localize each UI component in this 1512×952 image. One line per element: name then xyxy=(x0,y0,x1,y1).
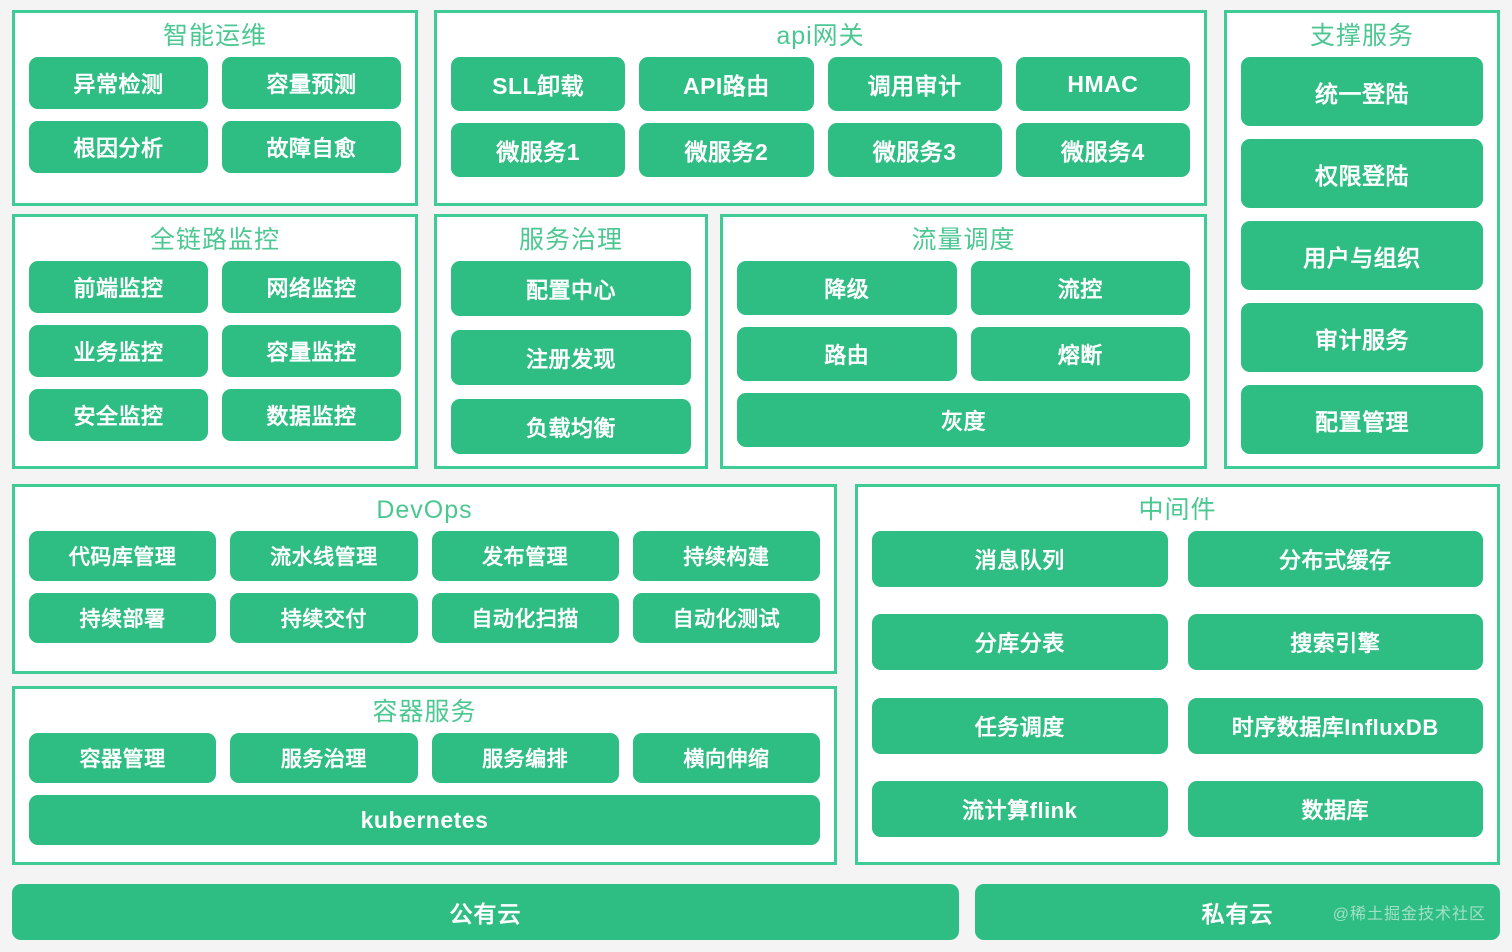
panel-title-middleware: 中间件 xyxy=(1138,496,1217,524)
panel-api-gateway: api网关 SLL卸载 API路由 调用审计 HMAC 微服务1 微服务2 微服… xyxy=(434,10,1207,206)
pill-release-management[interactable]: 发布管理 xyxy=(431,531,619,581)
pill-kubernetes[interactable]: kubernetes xyxy=(29,795,820,845)
panel-title-devops: DevOps xyxy=(376,496,473,524)
panel-traffic-scheduling: 流量调度 降级 流控 路由 熔断 灰度 xyxy=(720,214,1207,469)
pill-api-routing[interactable]: API路由 xyxy=(639,57,814,111)
pill-microservice-2[interactable]: 微服务2 xyxy=(639,123,814,177)
pill-data-monitoring[interactable]: 数据监控 xyxy=(222,389,401,441)
pill-ssl-offload[interactable]: SLL卸载 xyxy=(451,57,626,111)
panel-aiops: 智能运维 异常检测 容量预测 根因分析 故障自愈 xyxy=(12,10,418,206)
pill-row: kubernetes xyxy=(29,795,820,845)
pill-gray-release[interactable]: 灰度 xyxy=(737,393,1190,447)
pill-business-monitoring[interactable]: 业务监控 xyxy=(29,325,208,377)
pill-container-management[interactable]: 容器管理 xyxy=(29,733,217,783)
watermark: @稀土掘金技术社区 xyxy=(1332,906,1486,923)
pill-single-sign-on[interactable]: 统一登陆 xyxy=(1241,57,1483,126)
pill-code-repo-management[interactable]: 代码库管理 xyxy=(29,531,217,581)
panel-title-aiops: 智能运维 xyxy=(162,22,267,50)
pill-timeseries-db-influxdb[interactable]: 时序数据库InfluxDB xyxy=(1187,697,1483,754)
panel-devops: DevOps 代码库管理 流水线管理 发布管理 持续构建 持续部署 持续交付 自… xyxy=(12,484,837,674)
panel-middleware: 中间件 消息队列 分布式缓存 分库分表 搜索引擎 任务调度 时序数据库Influ… xyxy=(855,484,1500,865)
pill-permission-login[interactable]: 权限登陆 xyxy=(1241,139,1483,208)
pill-root-cause-analysis[interactable]: 根因分析 xyxy=(29,121,208,173)
pill-row: 异常检测 容量预测 xyxy=(29,57,401,109)
pill-config-center[interactable]: 配置中心 xyxy=(451,261,691,316)
pill-distributed-cache[interactable]: 分布式缓存 xyxy=(1187,531,1483,587)
panel-title-api-gateway: api网关 xyxy=(776,22,865,50)
pill-database[interactable]: 数据库 xyxy=(1187,780,1483,837)
pill-registry-discovery[interactable]: 注册发现 xyxy=(451,330,691,385)
pill-row: SLL卸载 API路由 调用审计 HMAC xyxy=(451,57,1190,111)
panel-title-service-governance: 服务治理 xyxy=(518,226,623,254)
pill-flow-control[interactable]: 流控 xyxy=(970,261,1190,315)
pill-frontend-monitoring[interactable]: 前端监控 xyxy=(29,261,208,313)
pill-stream-compute-flink[interactable]: 流计算flink xyxy=(872,780,1168,837)
pill-automated-testing[interactable]: 自动化测试 xyxy=(632,593,820,643)
pill-automated-scanning[interactable]: 自动化扫描 xyxy=(431,593,619,643)
pill-call-audit[interactable]: 调用审计 xyxy=(827,57,1002,111)
pill-stack: 配置中心 注册发现 负载均衡 xyxy=(451,261,691,454)
pill-self-healing[interactable]: 故障自愈 xyxy=(222,121,401,173)
pill-row: 根因分析 故障自愈 xyxy=(29,121,401,173)
pill-capacity-forecast[interactable]: 容量预测 xyxy=(222,57,401,109)
pill-row: 业务监控 容量监控 xyxy=(29,325,401,377)
cloud-layer: 公有云 私有云 @稀土掘金技术社区 xyxy=(12,884,1500,940)
bar-public-cloud[interactable]: 公有云 xyxy=(12,884,959,940)
pill-anomaly-detection[interactable]: 异常检测 xyxy=(29,57,208,109)
pill-circuit-breaking[interactable]: 熔断 xyxy=(970,327,1190,381)
pill-user-and-org[interactable]: 用户与组织 xyxy=(1241,221,1483,290)
pill-degradation[interactable]: 降级 xyxy=(737,261,957,315)
pill-microservice-1[interactable]: 微服务1 xyxy=(451,123,626,177)
pill-row: 容器管理 服务治理 服务编排 横向伸缩 xyxy=(29,733,820,783)
pill-row: 代码库管理 流水线管理 发布管理 持续构建 xyxy=(29,531,820,581)
pill-search-engine[interactable]: 搜索引擎 xyxy=(1187,614,1483,671)
pill-container-service-governance[interactable]: 服务治理 xyxy=(230,733,418,783)
pill-microservice-4[interactable]: 微服务4 xyxy=(1015,123,1190,177)
pill-row: 前端监控 网络监控 xyxy=(29,261,401,313)
pill-load-balancing[interactable]: 负载均衡 xyxy=(451,399,691,454)
pill-continuous-build[interactable]: 持续构建 xyxy=(632,531,820,581)
panel-container-services: 容器服务 容器管理 服务治理 服务编排 横向伸缩 kubernetes xyxy=(12,686,837,865)
pill-row: 持续部署 持续交付 自动化扫描 自动化测试 xyxy=(29,593,820,643)
pill-hmac[interactable]: HMAC xyxy=(1015,57,1190,111)
panel-title-full-link-monitoring: 全链路监控 xyxy=(149,226,280,254)
panel-service-governance: 服务治理 配置中心 注册发现 负载均衡 xyxy=(434,214,708,469)
bar-private-cloud-label: 私有云 xyxy=(1201,901,1274,927)
pill-security-monitoring[interactable]: 安全监控 xyxy=(29,389,208,441)
pill-routing[interactable]: 路由 xyxy=(737,327,957,381)
pill-continuous-deployment[interactable]: 持续部署 xyxy=(29,593,217,643)
pill-service-orchestration[interactable]: 服务编排 xyxy=(431,733,619,783)
pill-stack: 统一登陆 权限登陆 用户与组织 审计服务 配置管理 xyxy=(1241,57,1483,454)
pill-config-management[interactable]: 配置管理 xyxy=(1241,385,1483,454)
pill-network-monitoring[interactable]: 网络监控 xyxy=(222,261,401,313)
pill-microservice-3[interactable]: 微服务3 xyxy=(827,123,1002,177)
pill-audit-service[interactable]: 审计服务 xyxy=(1241,303,1483,372)
pill-continuous-delivery[interactable]: 持续交付 xyxy=(230,593,418,643)
panel-title-support-services: 支撑服务 xyxy=(1309,22,1414,50)
panel-full-link-monitoring: 全链路监控 前端监控 网络监控 业务监控 容量监控 安全监控 数据监控 xyxy=(12,214,418,469)
pill-message-queue[interactable]: 消息队列 xyxy=(872,531,1168,587)
panel-support-services: 支撑服务 统一登陆 权限登陆 用户与组织 审计服务 配置管理 xyxy=(1224,10,1500,469)
panel-title-traffic-scheduling: 流量调度 xyxy=(911,226,1016,254)
pill-horizontal-scaling[interactable]: 横向伸缩 xyxy=(632,733,820,783)
pill-row: 降级 流控 xyxy=(737,261,1190,315)
pill-grid: 消息队列 分布式缓存 分库分表 搜索引擎 任务调度 时序数据库InfluxDB … xyxy=(872,531,1483,850)
pill-row: 微服务1 微服务2 微服务3 微服务4 xyxy=(451,123,1190,177)
pill-row: 路由 熔断 xyxy=(737,327,1190,381)
pill-row: 安全监控 数据监控 xyxy=(29,389,401,441)
pill-sharding[interactable]: 分库分表 xyxy=(872,614,1168,671)
pill-capacity-monitoring[interactable]: 容量监控 xyxy=(222,325,401,377)
pill-row: 灰度 xyxy=(737,393,1190,447)
pill-task-scheduling[interactable]: 任务调度 xyxy=(872,697,1168,754)
pill-pipeline-management[interactable]: 流水线管理 xyxy=(230,531,418,581)
bar-public-cloud-label: 公有云 xyxy=(449,901,522,927)
panel-title-container-services: 容器服务 xyxy=(372,698,477,726)
bar-private-cloud[interactable]: 私有云 @稀土掘金技术社区 xyxy=(975,884,1500,940)
